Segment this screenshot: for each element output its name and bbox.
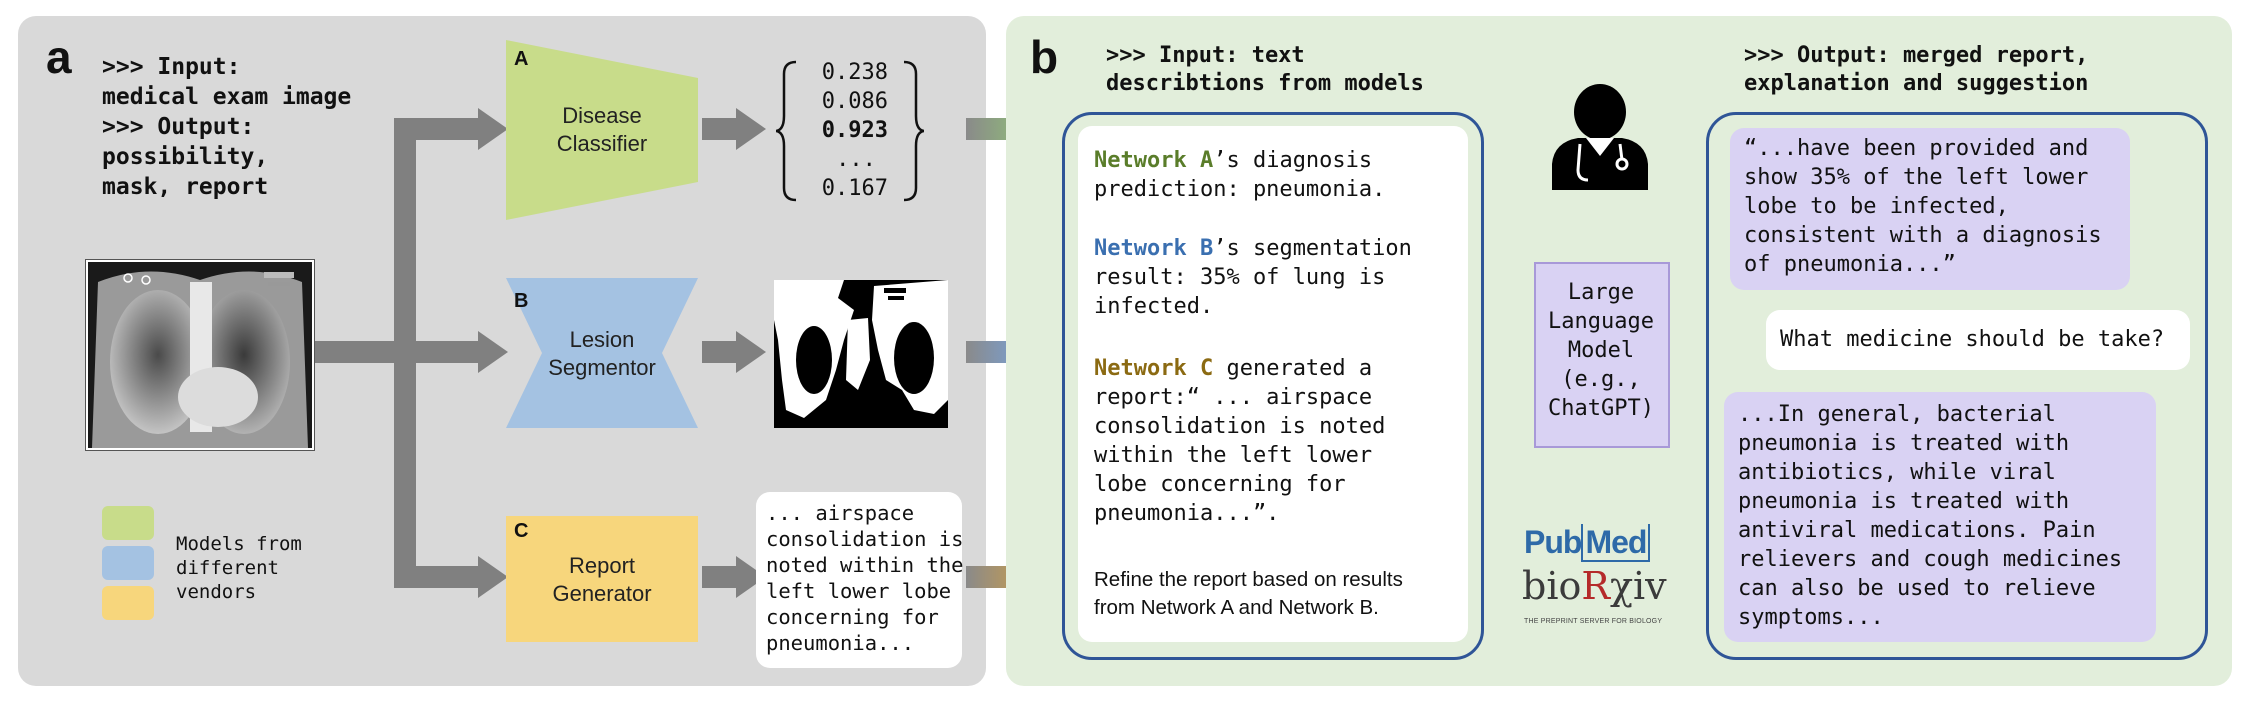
- llm-label: Large Language Model (e.g., ChatGPT): [1548, 280, 1654, 421]
- network-a-description: Network A’s diagnosis prediction: pneumo…: [1094, 146, 1454, 204]
- arrow-c-to-report: [736, 556, 766, 598]
- biorxiv-logo-bio: bio: [1522, 564, 1582, 608]
- vector-value: 0.086: [821, 89, 888, 114]
- vector-value: ...: [836, 147, 876, 172]
- vector-value: 0.238: [821, 60, 888, 85]
- biorxiv-logo-xiv: χiv: [1609, 564, 1667, 608]
- medicine-suggestion-message: ...In general, bacterial pneumonia is tr…: [1724, 392, 2156, 642]
- output-header: >>> Output: merged report, explanation a…: [1744, 43, 2089, 96]
- panel-a-io-description: >>> Input: medical exam image >>> Output…: [102, 54, 352, 200]
- doctor-icon: [1552, 84, 1648, 190]
- segmentation-mask-image: [774, 280, 948, 428]
- biorxiv-logo-r: R: [1581, 564, 1610, 608]
- panel-a-letter: a: [46, 31, 72, 83]
- panel-b-letter: b: [1030, 31, 1059, 83]
- network-b-description: Network B’s segmentation result: 35% of …: [1094, 234, 1454, 321]
- vector-brackets: [776, 60, 924, 202]
- network-c-text: generated a report:“ ... airspace consol…: [1094, 356, 1386, 526]
- model-c-shape: [506, 516, 698, 642]
- model-b-shape: [506, 278, 698, 428]
- input-header: >>> Input: text describtions from models: [1106, 43, 1424, 96]
- arrow-b-to-mask: [736, 331, 766, 373]
- model-b-label: Lesion Segmentor: [548, 327, 656, 380]
- network-b-text: ’s segmentation result: 35% of lung is i…: [1094, 236, 1412, 319]
- model-a-label: Disease Classifier: [556, 103, 648, 156]
- vector-value: 0.923: [821, 118, 888, 143]
- medicine-suggestion-text: ...In general, bacterial pneumonia is tr…: [1738, 402, 2123, 630]
- arrow-to-model-c: [478, 556, 508, 598]
- merged-report-text: “...have been provided and show 35% of t…: [1744, 136, 2102, 277]
- model-c-tag: C: [514, 520, 529, 542]
- network-c-description: Network C generated a report:“ ... airsp…: [1094, 354, 1454, 528]
- trunk-arrow: [308, 341, 404, 363]
- model-b-tag: B: [514, 290, 529, 312]
- pubmed-logo-med: Med: [1581, 524, 1651, 562]
- refine-instruction: Refine the report based on results from …: [1094, 568, 1403, 619]
- user-question-bubble: What medicine should be take?: [1766, 310, 2190, 370]
- network-descriptions-bubble: [1078, 126, 1468, 642]
- model-a-tag: A: [514, 48, 529, 70]
- model-a-shape: [506, 40, 698, 220]
- merged-report-message: “...have been provided and show 35% of t…: [1730, 128, 2130, 290]
- input-frame: [1062, 112, 1484, 660]
- network-a-name: Network A: [1094, 148, 1214, 173]
- output-frame: [1706, 112, 2208, 660]
- user-question-text: What medicine should be take?: [1780, 327, 2165, 352]
- network-c-name: Network C: [1094, 356, 1214, 381]
- biorxiv-tagline: THE PREPRINT SERVER FOR BIOLOGY: [1524, 618, 1663, 625]
- legend-swatch-blue: [102, 546, 154, 580]
- arrow-a-to-vector: [736, 108, 766, 150]
- biorxiv-logo: bioRχiv: [1522, 566, 1667, 606]
- report-snippet-bubble: ... airspace consolidation is noted with…: [756, 492, 964, 668]
- arrow-to-model-a: [478, 108, 508, 150]
- llm-box: [1534, 262, 1670, 448]
- chest-xray-image: [86, 260, 314, 450]
- report-snippet-text: ... airspace consolidation is noted with…: [766, 501, 964, 655]
- network-b-name: Network B: [1094, 236, 1214, 261]
- network-a-text: ’s diagnosis prediction: pneumonia.: [1094, 148, 1386, 202]
- legend-swatch-yellow: [102, 586, 154, 620]
- arrow-to-model-b: [478, 331, 508, 373]
- legend-text: Models from different vendors: [176, 533, 302, 603]
- pubmed-logo-pub: Pub: [1524, 524, 1582, 560]
- model-c-label: Report Generator: [552, 553, 652, 606]
- vector-value: 0.167: [821, 176, 888, 201]
- legend-swatch-green: [102, 506, 154, 540]
- probability-vector: 0.238 0.086 0.923 ... 0.167: [796, 58, 888, 203]
